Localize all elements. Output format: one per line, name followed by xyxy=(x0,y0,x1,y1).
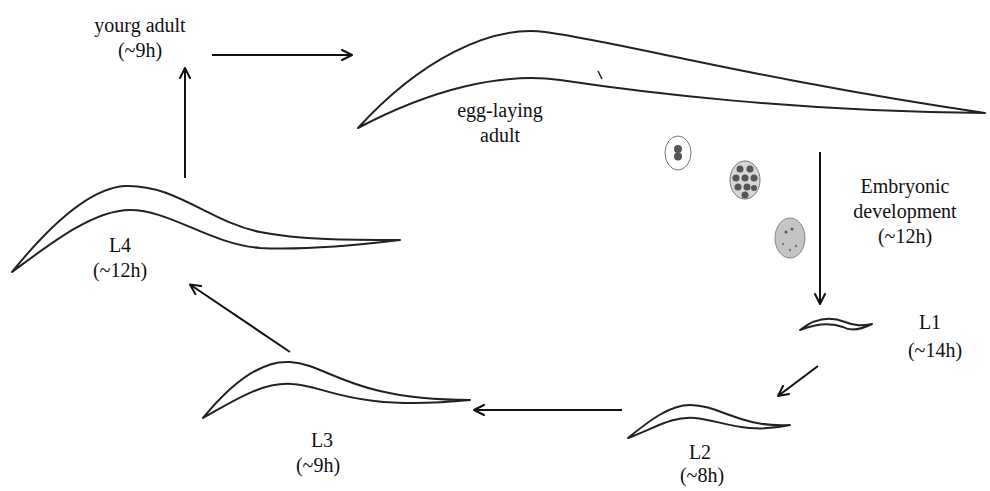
worm-stage: L1 (~14h) xyxy=(796,304,986,366)
stage-name: egg-laying adult xyxy=(444,98,556,148)
stage-text-box: yourg adult(~9h) xyxy=(70,6,212,68)
egg-cell xyxy=(744,184,751,191)
egg-cell xyxy=(733,175,740,182)
stage-name: L4 xyxy=(109,233,131,258)
worm-outline xyxy=(800,319,872,330)
stage-name: L2 xyxy=(689,440,711,465)
stage-arrow xyxy=(778,366,818,396)
stage-name: L1 xyxy=(919,310,941,335)
egg-speckle xyxy=(795,245,797,247)
egg-shell xyxy=(775,218,805,258)
egg-cell xyxy=(751,175,758,182)
stage-duration: (~12h) xyxy=(93,258,147,283)
egg-shell xyxy=(665,136,691,170)
egg-cell xyxy=(674,153,682,161)
worm-outline xyxy=(203,362,470,418)
worm-stage: egg-laying adult xyxy=(352,24,988,152)
egg-speckle xyxy=(785,231,788,234)
egg-cell xyxy=(742,175,749,182)
stage-name: yourg adult xyxy=(94,13,185,38)
egg-late-embryo xyxy=(775,218,805,258)
worm-outline xyxy=(358,31,985,128)
stage-arrow xyxy=(212,54,352,56)
worm-outline xyxy=(628,405,790,438)
stage-duration: (~9h) xyxy=(296,453,340,478)
stage-duration: (~8h) xyxy=(680,463,724,488)
egg-cell xyxy=(742,192,749,199)
stage-arrow xyxy=(184,68,186,178)
egg-cell xyxy=(674,145,682,153)
egg-speckle xyxy=(791,228,794,231)
egg-two-cell xyxy=(665,136,691,170)
edge-label: Embryonic development (~12h) xyxy=(839,174,971,249)
egg-speckle xyxy=(782,243,784,245)
stage-arrow xyxy=(819,152,821,304)
stage-name: L3 xyxy=(311,428,333,453)
egg-cell xyxy=(735,184,742,191)
stage-arrow xyxy=(474,409,622,411)
worm-outline-layer xyxy=(8,178,404,285)
worm-outline xyxy=(12,186,400,272)
egg-cell xyxy=(751,185,757,191)
stage-duration: (~9h) xyxy=(118,38,162,63)
stage-arrow xyxy=(190,285,290,353)
worm-stage: L4(~12h) xyxy=(8,178,404,285)
vulva-mark xyxy=(598,71,602,79)
egg-shell xyxy=(730,161,760,199)
worm-stage: L2(~8h) xyxy=(622,396,794,490)
egg-multi-cell xyxy=(730,161,760,199)
worm-stage: L3(~9h) xyxy=(198,352,474,480)
egg-speckle xyxy=(789,249,791,251)
egg-cell xyxy=(747,166,754,173)
worm-outline-layer xyxy=(352,24,988,152)
stage-duration: (~14h) xyxy=(908,338,962,363)
egg-cell xyxy=(737,166,744,173)
